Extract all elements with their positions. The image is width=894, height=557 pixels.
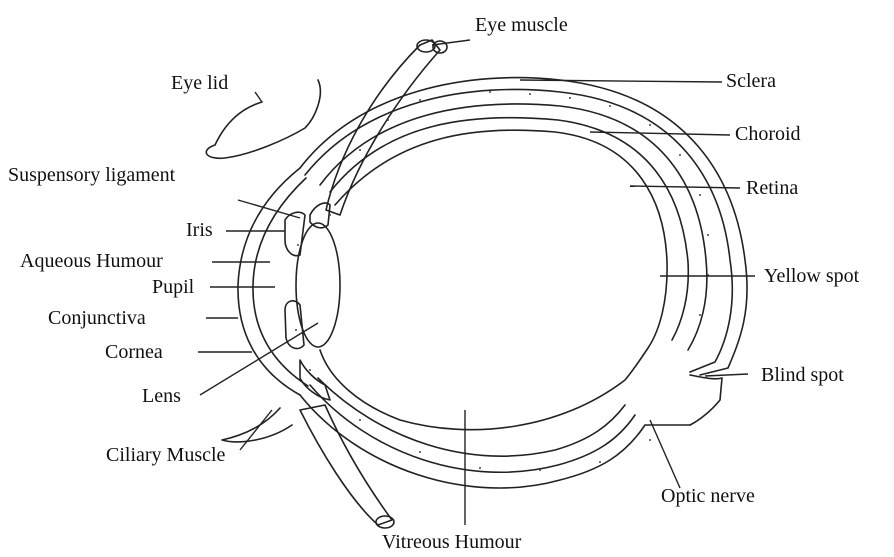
label-vitreous-humour: Vitreous Humour: [382, 531, 521, 553]
sclera-outline: [300, 78, 747, 375]
label-ciliary-muscle: Ciliary Muscle: [106, 444, 225, 466]
label-optic-nerve: Optic nerve: [661, 485, 755, 507]
label-lens: Lens: [142, 385, 181, 407]
label-retina: Retina: [746, 177, 798, 199]
leader-lens: [200, 323, 318, 395]
label-aqueous-humour: Aqueous Humour: [20, 250, 163, 272]
label-sclera: Sclera: [726, 70, 776, 92]
leader-eye-lid: [255, 92, 262, 102]
label-conjunctiva: Conjunctiva: [48, 307, 146, 329]
lens-shape: [296, 223, 340, 347]
label-choroid: Choroid: [735, 123, 801, 145]
label-iris: Iris: [186, 219, 213, 241]
retina-outline: [330, 118, 688, 340]
choroid-outline: [320, 104, 707, 350]
leader-blind-spot: [705, 374, 748, 376]
leader-optic-nerve: [650, 420, 680, 488]
label-eye-muscle: Eye muscle: [475, 14, 568, 36]
optic-nerve-shape: [690, 375, 722, 425]
label-blind-spot: Blind spot: [761, 364, 844, 386]
leader-sclera: [520, 80, 722, 82]
label-cornea: Cornea: [105, 341, 163, 363]
leader-suspensory-ligament: [238, 200, 300, 218]
label-yellow-spot: Yellow spot: [764, 265, 859, 287]
vitreous-outline: [320, 130, 667, 430]
label-pupil: Pupil: [152, 276, 194, 298]
label-eye-lid: Eye lid: [171, 72, 228, 94]
iris-upper: [285, 212, 305, 255]
label-suspensory-ligament: Suspensory ligament: [8, 164, 175, 186]
leader-ciliary-muscle: [240, 410, 272, 450]
